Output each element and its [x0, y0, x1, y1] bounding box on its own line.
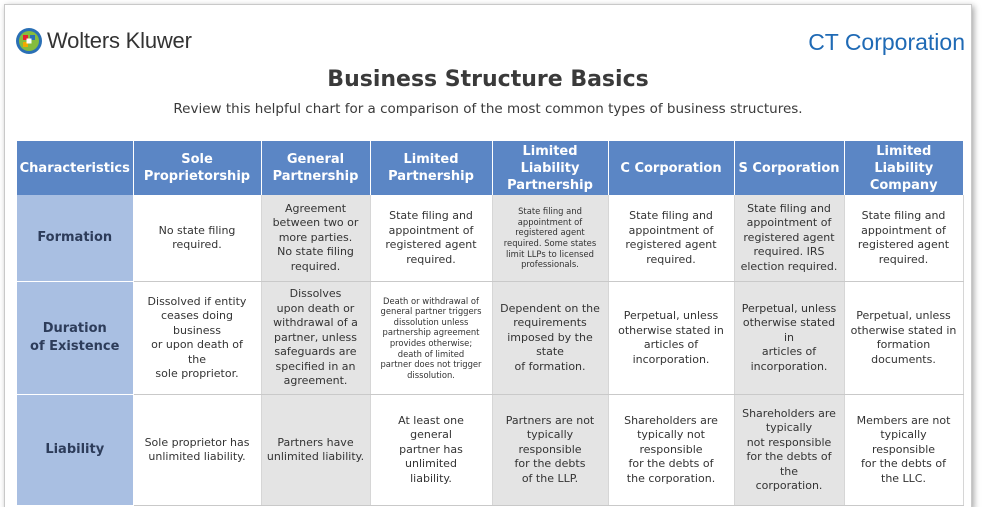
table-row: Liability Sole proprietor has unlimited …	[17, 394, 964, 506]
table-cell: Dissolved if entity ceases doing busines…	[133, 281, 262, 395]
column-header-characteristics: Characteristics	[17, 141, 134, 195]
column-header-llp: Limited Liability Partnership	[492, 141, 609, 195]
table-cell: Perpetual, unless otherwise stated in ar…	[734, 281, 845, 395]
table-cell: Dissolves upon death or withdrawal of a …	[261, 281, 371, 395]
table-cell: Partners are not typically responsible f…	[492, 394, 609, 506]
table-cell: Partners have unlimited liability.	[261, 394, 371, 506]
table-cell: Shareholders are typically not responsib…	[734, 394, 845, 506]
table-cell: At least one general partner has unlimit…	[370, 394, 493, 506]
column-header-c-corporation: C Corporation	[608, 141, 735, 195]
wolters-kluwer-logo-icon	[16, 28, 42, 54]
wolters-kluwer-logo: Wolters Kluwer	[15, 27, 192, 55]
page-title: Business Structure Basics	[327, 67, 649, 92]
table-cell: State filing and appointment of register…	[734, 195, 845, 282]
table-cell: Perpetual, unless otherwise stated in fo…	[844, 281, 964, 395]
table-cell: Sole proprietor has unlimited liability.	[133, 394, 262, 506]
row-header-formation: Formation	[17, 195, 134, 282]
table-cell: Shareholders are typically not responsib…	[608, 394, 735, 506]
column-header-general-partnership: General Partnership	[261, 141, 371, 195]
page-subtitle: Review this helpful chart for a comparis…	[173, 101, 803, 117]
table-cell: State filing and appointment of register…	[608, 195, 735, 282]
table-row: Formation No state filing required. Agre…	[17, 195, 964, 282]
column-header-s-corporation: S Corporation	[734, 141, 845, 195]
comparison-table: Characteristics Sole Proprietorship Gene…	[17, 141, 964, 506]
table-cell: Agreement between two or more parties. N…	[261, 195, 371, 282]
table-cell: State filing and appointment of register…	[492, 195, 609, 282]
column-header-llc: Limited Liability Company	[844, 141, 963, 195]
table-header-row: Characteristics Sole Proprietorship Gene…	[17, 141, 963, 195]
row-header-liability: Liability	[17, 394, 134, 506]
table-cell: State filing and appointment of register…	[844, 195, 964, 282]
table-cell: Members are not typically responsible fo…	[844, 394, 964, 506]
table-cell: Perpetual, unless otherwise stated in ar…	[608, 281, 735, 395]
document-header: Wolters Kluwer CT Corporation	[5, 5, 971, 63]
column-header-sole-proprietorship: Sole Proprietorship	[133, 141, 262, 195]
row-header-duration-of-existence: Duration of Existence	[17, 281, 134, 395]
column-header-limited-partnership: Limited Partnership	[370, 141, 493, 195]
table-row: Duration of Existence Dissolved if entit…	[17, 281, 964, 395]
logo-text: Wolters Kluwer	[47, 28, 192, 53]
table-cell: State filing and appointment of register…	[370, 195, 493, 282]
table-cell: Death or withdrawal of general partner t…	[370, 281, 493, 395]
ct-corporation-title: CT Corporation	[808, 29, 965, 55]
table-cell: No state filing required.	[133, 195, 262, 282]
table-cell: Dependent on the requirements imposed by…	[492, 281, 609, 395]
document-page: Wolters Kluwer CT Corporation Business S…	[4, 4, 972, 507]
